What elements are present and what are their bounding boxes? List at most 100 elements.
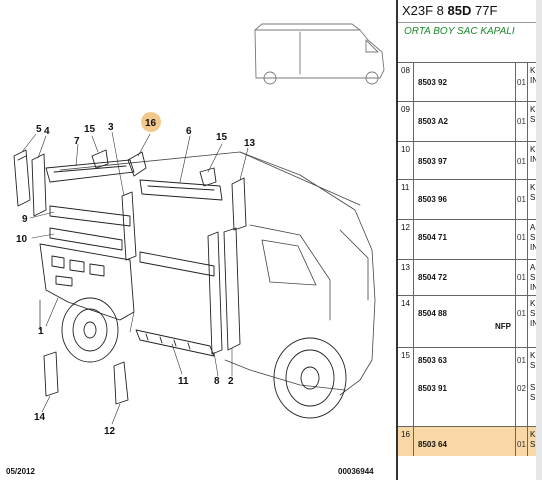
part-reference-cell: 8503 92 [414, 63, 516, 101]
callout-15-right[interactable]: 15 [216, 132, 228, 143]
part-10-cross-member [49, 227, 123, 251]
quantity: 01 [517, 356, 526, 365]
quantity: 01 [517, 117, 526, 126]
callout-12[interactable]: 12 [104, 426, 116, 437]
parts-diagram-svg: 5 4 7 15 3 16 6 15 13 9 10 1 11 8 2 12 1… [6, 23, 385, 476]
description-fragment: IN [530, 76, 538, 85]
part-reference-cell: 8503 A2 [414, 102, 516, 141]
part-reference[interactable]: 8503 92 [418, 78, 447, 87]
description-fragment: IN [530, 283, 538, 292]
callout-13[interactable]: 14 [34, 412, 46, 423]
rear-wheel [61, 297, 119, 363]
part-reference[interactable]: 8504 88 [418, 309, 447, 318]
description-fragment: S [530, 383, 536, 392]
part-8-front-pillar [207, 231, 223, 355]
nfp-badge: NFP [495, 322, 511, 331]
part-reference[interactable]: 8504 72 [418, 273, 447, 282]
part-11-sill [135, 329, 215, 357]
quantity-cell: 01 [516, 296, 528, 347]
callout-16-highlight [141, 112, 161, 132]
callout-8[interactable]: 8 [214, 376, 220, 387]
description-fragment: K [530, 430, 536, 439]
quantity: 02 [517, 384, 526, 393]
part-2-front-pillar [223, 227, 241, 351]
quantity: 01 [517, 233, 526, 242]
model-code-suffix: 77F [475, 3, 498, 18]
callout-6[interactable]: 6 [186, 126, 192, 137]
description-fragment: S [530, 193, 536, 202]
part-reference[interactable]: 8503 96 [418, 195, 447, 204]
model-code-prefix: X23F 8 [402, 3, 444, 18]
diagram-date: 05/2012 [6, 467, 35, 476]
part-16-bracket [127, 151, 147, 177]
callout-5[interactable]: 5 [36, 124, 42, 135]
callout-9[interactable]: 9 [22, 214, 28, 225]
description-fragment: IN [530, 155, 538, 164]
callout-3[interactable]: 3 [108, 122, 114, 133]
row-number: 10 [398, 142, 414, 179]
quantity-cell: 01 [516, 142, 528, 179]
callout-2[interactable]: 2 [228, 376, 234, 387]
part-15-bracket-right [199, 167, 217, 187]
front-wheel [273, 337, 347, 419]
leader-lines [21, 131, 249, 425]
description-fragment: K [530, 66, 536, 75]
callout-16[interactable]: 16 [145, 118, 157, 129]
description-fragment: S [530, 361, 536, 370]
part-5-rear-pillar [13, 149, 31, 207]
quantity: 01 [517, 195, 526, 204]
quantity-cell: 01 [516, 102, 528, 141]
description-fragment: S [530, 115, 536, 124]
callout-11[interactable]: 11 [178, 376, 189, 387]
callout-4[interactable]: 4 [44, 126, 50, 137]
part-12-lower-piece [113, 361, 129, 405]
callout-7[interactable]: 7 [74, 136, 80, 147]
part-9-cross-member [49, 205, 131, 227]
part-reference[interactable]: 8503 63 [418, 356, 447, 365]
part-15-bracket-left [91, 149, 109, 169]
part-reference-cell: 8503 96 [414, 180, 516, 219]
description-fragment: K [530, 145, 536, 154]
part-14-upper-pillar [231, 177, 247, 231]
panel-scrollbar[interactable] [536, 0, 542, 480]
callout-15-left[interactable]: 15 [84, 124, 96, 135]
part-reference[interactable]: 8503 A2 [418, 117, 448, 126]
quantity: 01 [517, 440, 526, 449]
part-reference-cell: 8504 71 [414, 220, 516, 259]
row-number: 11 [398, 180, 414, 219]
panel-divider [396, 0, 398, 480]
quantity: 01 [517, 78, 526, 87]
part-4-rear-pillar [31, 153, 47, 217]
callout-1[interactable]: 1 [38, 326, 44, 337]
callout-14[interactable]: 13 [244, 138, 256, 149]
callout-labels: 5 4 7 15 3 16 6 15 13 9 10 1 11 8 2 12 1… [16, 118, 256, 437]
part-3-centre-pillar [121, 191, 137, 261]
part-reference[interactable]: 8503 91 [418, 384, 447, 393]
callout-10[interactable]: 10 [16, 234, 28, 245]
description-fragment: A [530, 263, 536, 272]
part-reference-cell: 8503 64 [414, 427, 516, 456]
description-fragment: S [530, 440, 536, 449]
part-reference[interactable]: 8503 64 [418, 440, 447, 449]
part-reference[interactable]: 8503 97 [418, 157, 447, 166]
description-fragment: K [530, 299, 536, 308]
van-thumbnail [254, 23, 385, 85]
part-7-roof-rail [45, 159, 135, 183]
part-reference[interactable]: 8504 71 [418, 233, 447, 242]
row-number: 09 [398, 102, 414, 141]
